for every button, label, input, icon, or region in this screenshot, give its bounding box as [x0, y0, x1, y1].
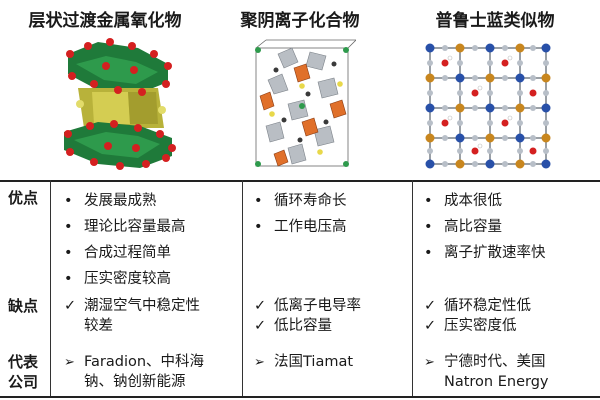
list-item: 低离子电导率 [252, 296, 361, 316]
list-item: 循环寿命长 [252, 188, 347, 214]
title-prussian-blue: 普鲁士蓝类似物 [435, 11, 555, 31]
bullet-icon [424, 240, 442, 266]
list-item: 发展最成熟 [62, 188, 186, 214]
disadvantages-layered-oxide: 潮湿空气中稳定性 较差 [62, 296, 200, 336]
companies-prussian-blue: 宁德时代、美国 Natron Energy [422, 352, 549, 392]
column-divider-2 [412, 180, 413, 396]
list-item: 宁德时代、美国 [422, 352, 549, 372]
companies-layered-oxide: Faradion、中科海 钠、钠创新能源 [62, 352, 204, 392]
row-label-disadvantages: 缺点 [8, 297, 39, 315]
table-top-rule [0, 180, 600, 182]
prussian-blue-structure-image [425, 43, 551, 169]
check-icon [254, 316, 272, 336]
list-item: 合成过程简单 [62, 240, 186, 266]
check-icon [64, 296, 82, 316]
column-divider-label [50, 180, 51, 396]
list-item: 高比容量 [422, 214, 546, 240]
arrow-bullet-icon [424, 352, 442, 373]
layered-oxide-structure-image [64, 38, 176, 170]
bullet-icon [64, 188, 82, 214]
row-label-companies-line2: 公司 [8, 373, 39, 391]
bullet-icon [254, 214, 272, 240]
bullet-icon [424, 214, 442, 240]
bullet-icon [254, 188, 272, 214]
check-icon [424, 296, 442, 316]
list-item: 工作电压高 [252, 214, 347, 240]
list-item: 潮湿空气中稳定性 [62, 296, 200, 316]
row-label-companies: 代表 公司 [8, 352, 38, 392]
list-item: 理论比容量最高 [62, 214, 186, 240]
list-item-continuation: 钠、钠创新能源 [84, 374, 186, 390]
bullet-icon [64, 240, 82, 266]
row-label-companies-line1: 代表 [8, 353, 39, 371]
title-layered-oxide: 层状过渡金属氧化物 [28, 11, 182, 31]
advantages-polyanion: 循环寿命长 工作电压高 [252, 188, 347, 240]
list-item: 成本很低 [422, 188, 546, 214]
bullet-icon [64, 214, 82, 240]
title-polyanion: 聚阴离子化合物 [240, 11, 360, 31]
advantages-prussian-blue: 成本很低 高比容量 离子扩散速率快 [422, 188, 546, 266]
list-item-continuation: 较差 [84, 318, 113, 334]
table-bottom-rule [0, 396, 600, 398]
list-item: 压实密度低 [422, 316, 531, 336]
check-icon [424, 316, 442, 336]
bullet-icon [64, 266, 82, 292]
list-item: 循环稳定性低 [422, 296, 531, 316]
list-item: Faradion、中科海 [62, 352, 204, 372]
list-item: 法国Tiamat [252, 352, 353, 372]
arrow-bullet-icon [64, 352, 82, 373]
list-item: 低比容量 [252, 316, 361, 336]
disadvantages-prussian-blue: 循环稳定性低 压实密度低 [422, 296, 531, 336]
arrow-bullet-icon [254, 352, 272, 373]
advantages-layered-oxide: 发展最成熟 理论比容量最高 合成过程简单 压实密度较高 [62, 188, 186, 292]
column-divider-1 [242, 180, 243, 396]
row-label-advantages: 优点 [8, 189, 39, 207]
disadvantages-polyanion: 低离子电导率 低比容量 [252, 296, 361, 336]
companies-polyanion: 法国Tiamat [252, 352, 353, 372]
list-item-continuation: Natron Energy [444, 374, 549, 390]
list-item: 压实密度较高 [62, 266, 186, 292]
check-icon [254, 296, 272, 316]
list-item: 离子扩散速率快 [422, 240, 546, 266]
polyanion-structure-image [255, 39, 356, 167]
bullet-icon [424, 188, 442, 214]
